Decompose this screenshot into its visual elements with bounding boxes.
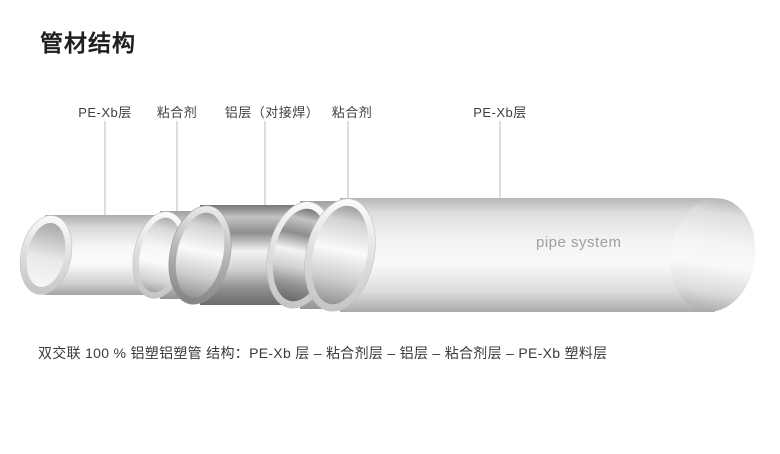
label-aluminum-layer: 铝层（对接焊） — [224, 105, 320, 120]
pipe-layer-pexb-outer — [304, 198, 756, 312]
leader-lines — [104, 121, 501, 217]
page-title: 管材结构 — [40, 30, 136, 56]
pipe-layer-aluminum — [168, 205, 308, 305]
pipe-end-cap — [670, 198, 756, 312]
label-pexb-inner-layer: PE-Xb层 — [78, 105, 132, 120]
label-adhesive-1: 粘合剂 — [156, 105, 198, 120]
pipe-illustration: pipe system — [19, 198, 756, 312]
label-pexb-outer-layer: PE-Xb层 — [473, 105, 527, 120]
structure-caption: 双交联 100 % 铝塑铝塑管 结构：PE-Xb 层 – 粘合剂层 – 铝层 –… — [38, 345, 608, 361]
pipe-bore — [26, 222, 66, 288]
pipe-diagram: pipe system — [19, 121, 756, 312]
pipe-watermark-text: pipe system — [536, 234, 622, 251]
label-adhesive-2: 粘合剂 — [331, 105, 373, 120]
